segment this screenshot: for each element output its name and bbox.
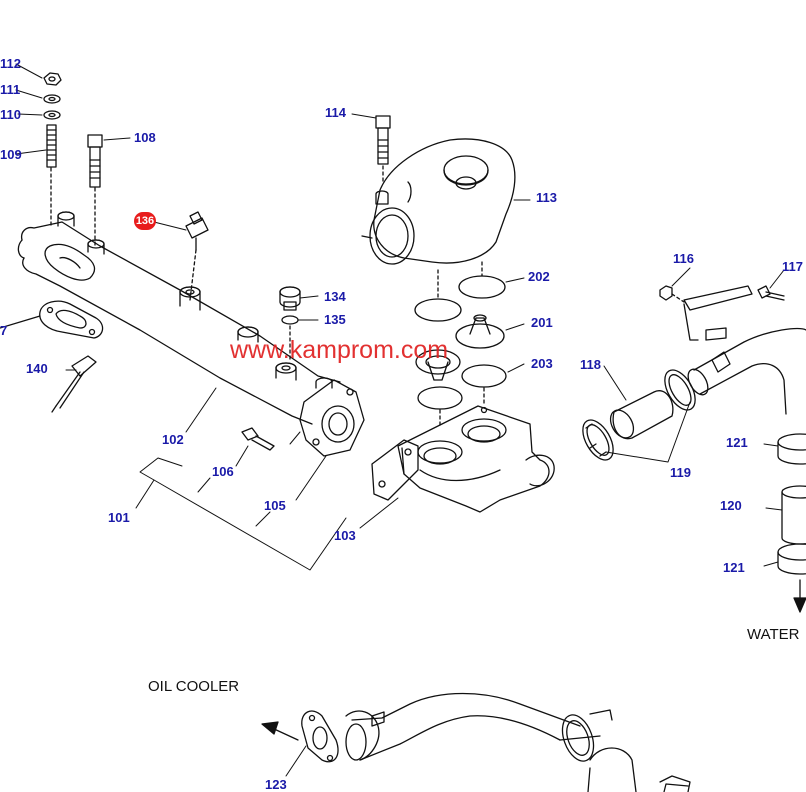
hose-118: [609, 390, 674, 440]
part-label-201: 201: [531, 315, 553, 330]
part-label-106: 106: [212, 464, 234, 479]
part-label-140: 140: [26, 361, 48, 376]
part-label-105: 105: [264, 498, 286, 513]
thermostat-base-103: [371, 405, 555, 513]
part-label-101: 101: [108, 510, 130, 525]
water-label: WATER: [747, 626, 800, 643]
part-label-118: 118: [580, 357, 601, 372]
washer-110: [43, 110, 61, 120]
part-label-119: 119: [670, 465, 691, 480]
clamp-121-top: [777, 433, 806, 465]
clamp-119-right: [664, 369, 696, 411]
clamp-119-left: [582, 419, 614, 461]
highlighted-part-marker[interactable]: 136: [134, 212, 156, 230]
clamp-121-bottom: [777, 543, 806, 575]
part-label-123: 123: [265, 777, 287, 792]
thermostat-201: [415, 314, 505, 381]
bracket-116: [659, 285, 753, 341]
gasket-203: [417, 364, 507, 410]
stud-109: [46, 124, 57, 168]
part-label-113: 113: [536, 190, 557, 205]
water-outlet-pipe: [687, 327, 806, 415]
gasket-107: [39, 300, 104, 339]
oil-cooler-gasket-123: [301, 710, 339, 763]
part-label-121-top: 121: [726, 435, 748, 450]
part-label-109: 109: [0, 147, 22, 162]
part-label-120: 120: [720, 498, 742, 513]
hose-120: [781, 485, 806, 545]
nut-112: [43, 72, 62, 86]
manifold-flange: [299, 379, 365, 457]
bolt-117: [757, 285, 785, 301]
part-label-116: 116: [673, 251, 694, 266]
watermark: www.kamprom.com: [230, 336, 449, 364]
sensor-140: [51, 355, 97, 413]
oil-cooler-clamp-2: [659, 775, 691, 792]
gasket-202: [414, 275, 506, 322]
oil-cooler-label: OIL COOLER: [148, 678, 240, 695]
part-label-102: 102: [162, 432, 184, 447]
bolt-106: [241, 427, 275, 451]
sender-136: [185, 211, 209, 301]
thermostat-housing-113: [369, 138, 516, 265]
oil-cooler-pipe: [345, 692, 601, 761]
oil-cooler-clamp: [561, 709, 613, 762]
bolt-108: [87, 134, 103, 188]
washer-111: [43, 94, 61, 104]
part-label-107: 7: [0, 323, 8, 338]
plug-134: [279, 286, 301, 311]
part-label-135: 135: [324, 312, 346, 327]
part-label-202: 202: [528, 269, 550, 284]
oring-135: [281, 315, 299, 325]
part-label-121-bottom: 121: [723, 560, 745, 575]
part-label-110: 110: [0, 107, 21, 122]
part-label-117: 117: [782, 259, 803, 274]
part-label-103: 103: [334, 528, 356, 543]
bolt-114: [375, 115, 391, 165]
part-label-134: 134: [324, 289, 346, 304]
part-label-114: 114: [325, 105, 346, 120]
part-label-112: 112: [0, 56, 21, 71]
part-label-108: 108: [134, 130, 156, 145]
leader-lines: [15, 63, 785, 777]
part-label-203: 203: [531, 356, 553, 371]
manifold-pipe: [17, 211, 341, 425]
part-label-111: 111: [0, 82, 21, 97]
